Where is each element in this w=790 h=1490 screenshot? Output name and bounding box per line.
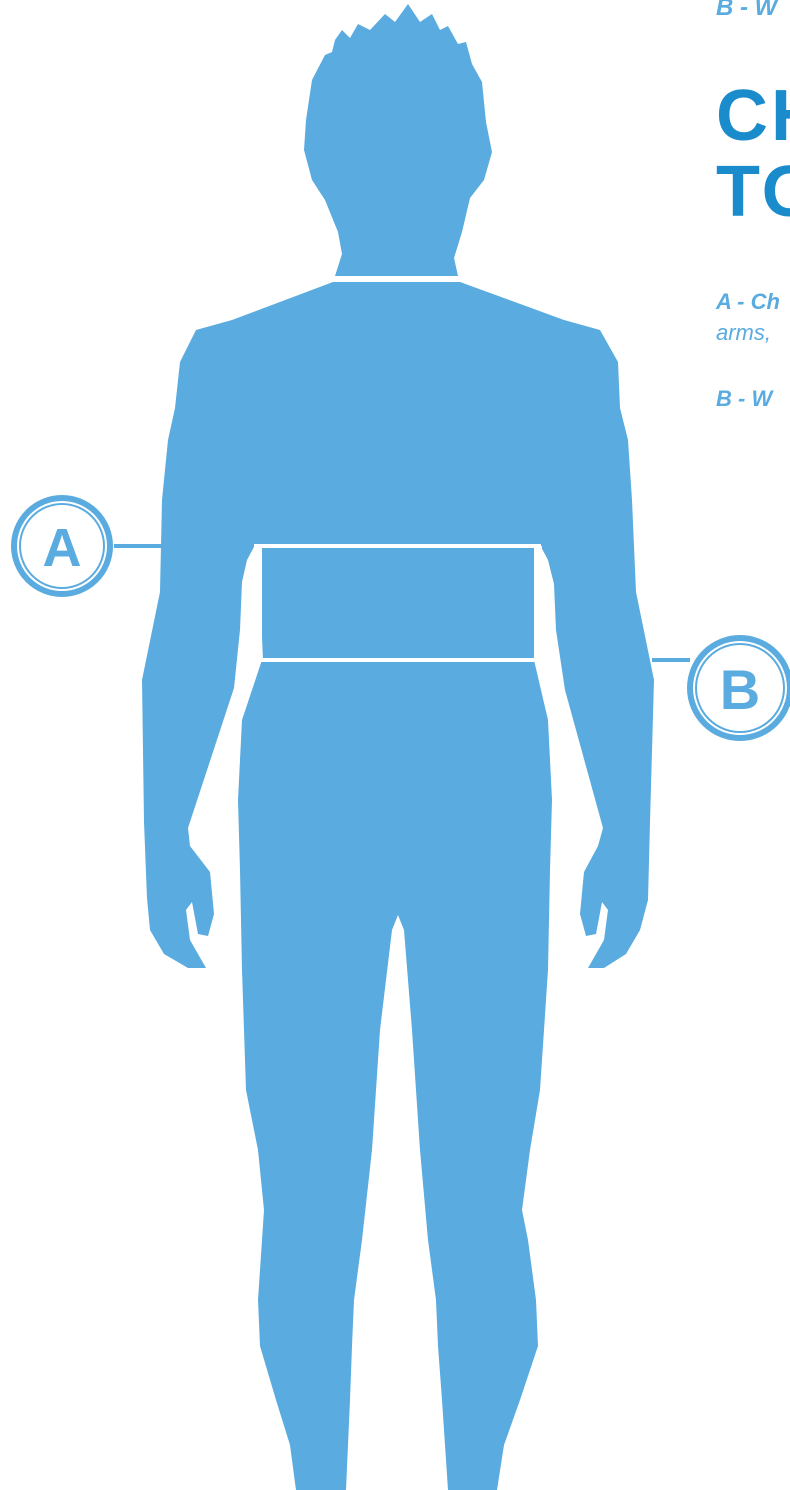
measurement-a-text: arms, <box>716 320 771 345</box>
title-line-1: CH <box>716 78 790 154</box>
title-line-2: TO <box>716 154 790 230</box>
top-fragment-text: B - W <box>716 0 777 22</box>
measurement-a-description: A - Ch arms, <box>716 286 790 348</box>
measurement-b-description: B - W <box>716 383 790 414</box>
text-panel: B - W CH TO A - Ch arms, B - W <box>710 0 790 1490</box>
body-silhouette-icon <box>142 4 654 1490</box>
measurement-b-label: B - W <box>716 386 772 411</box>
measurement-a-label: A - Ch <box>716 289 780 314</box>
marker-a-letter: A <box>43 518 82 578</box>
circle-a-icon: A <box>14 498 164 594</box>
page-title: CH TO <box>716 78 790 230</box>
chest-side-line-left <box>256 546 261 660</box>
chest-side-line-right <box>536 546 540 660</box>
